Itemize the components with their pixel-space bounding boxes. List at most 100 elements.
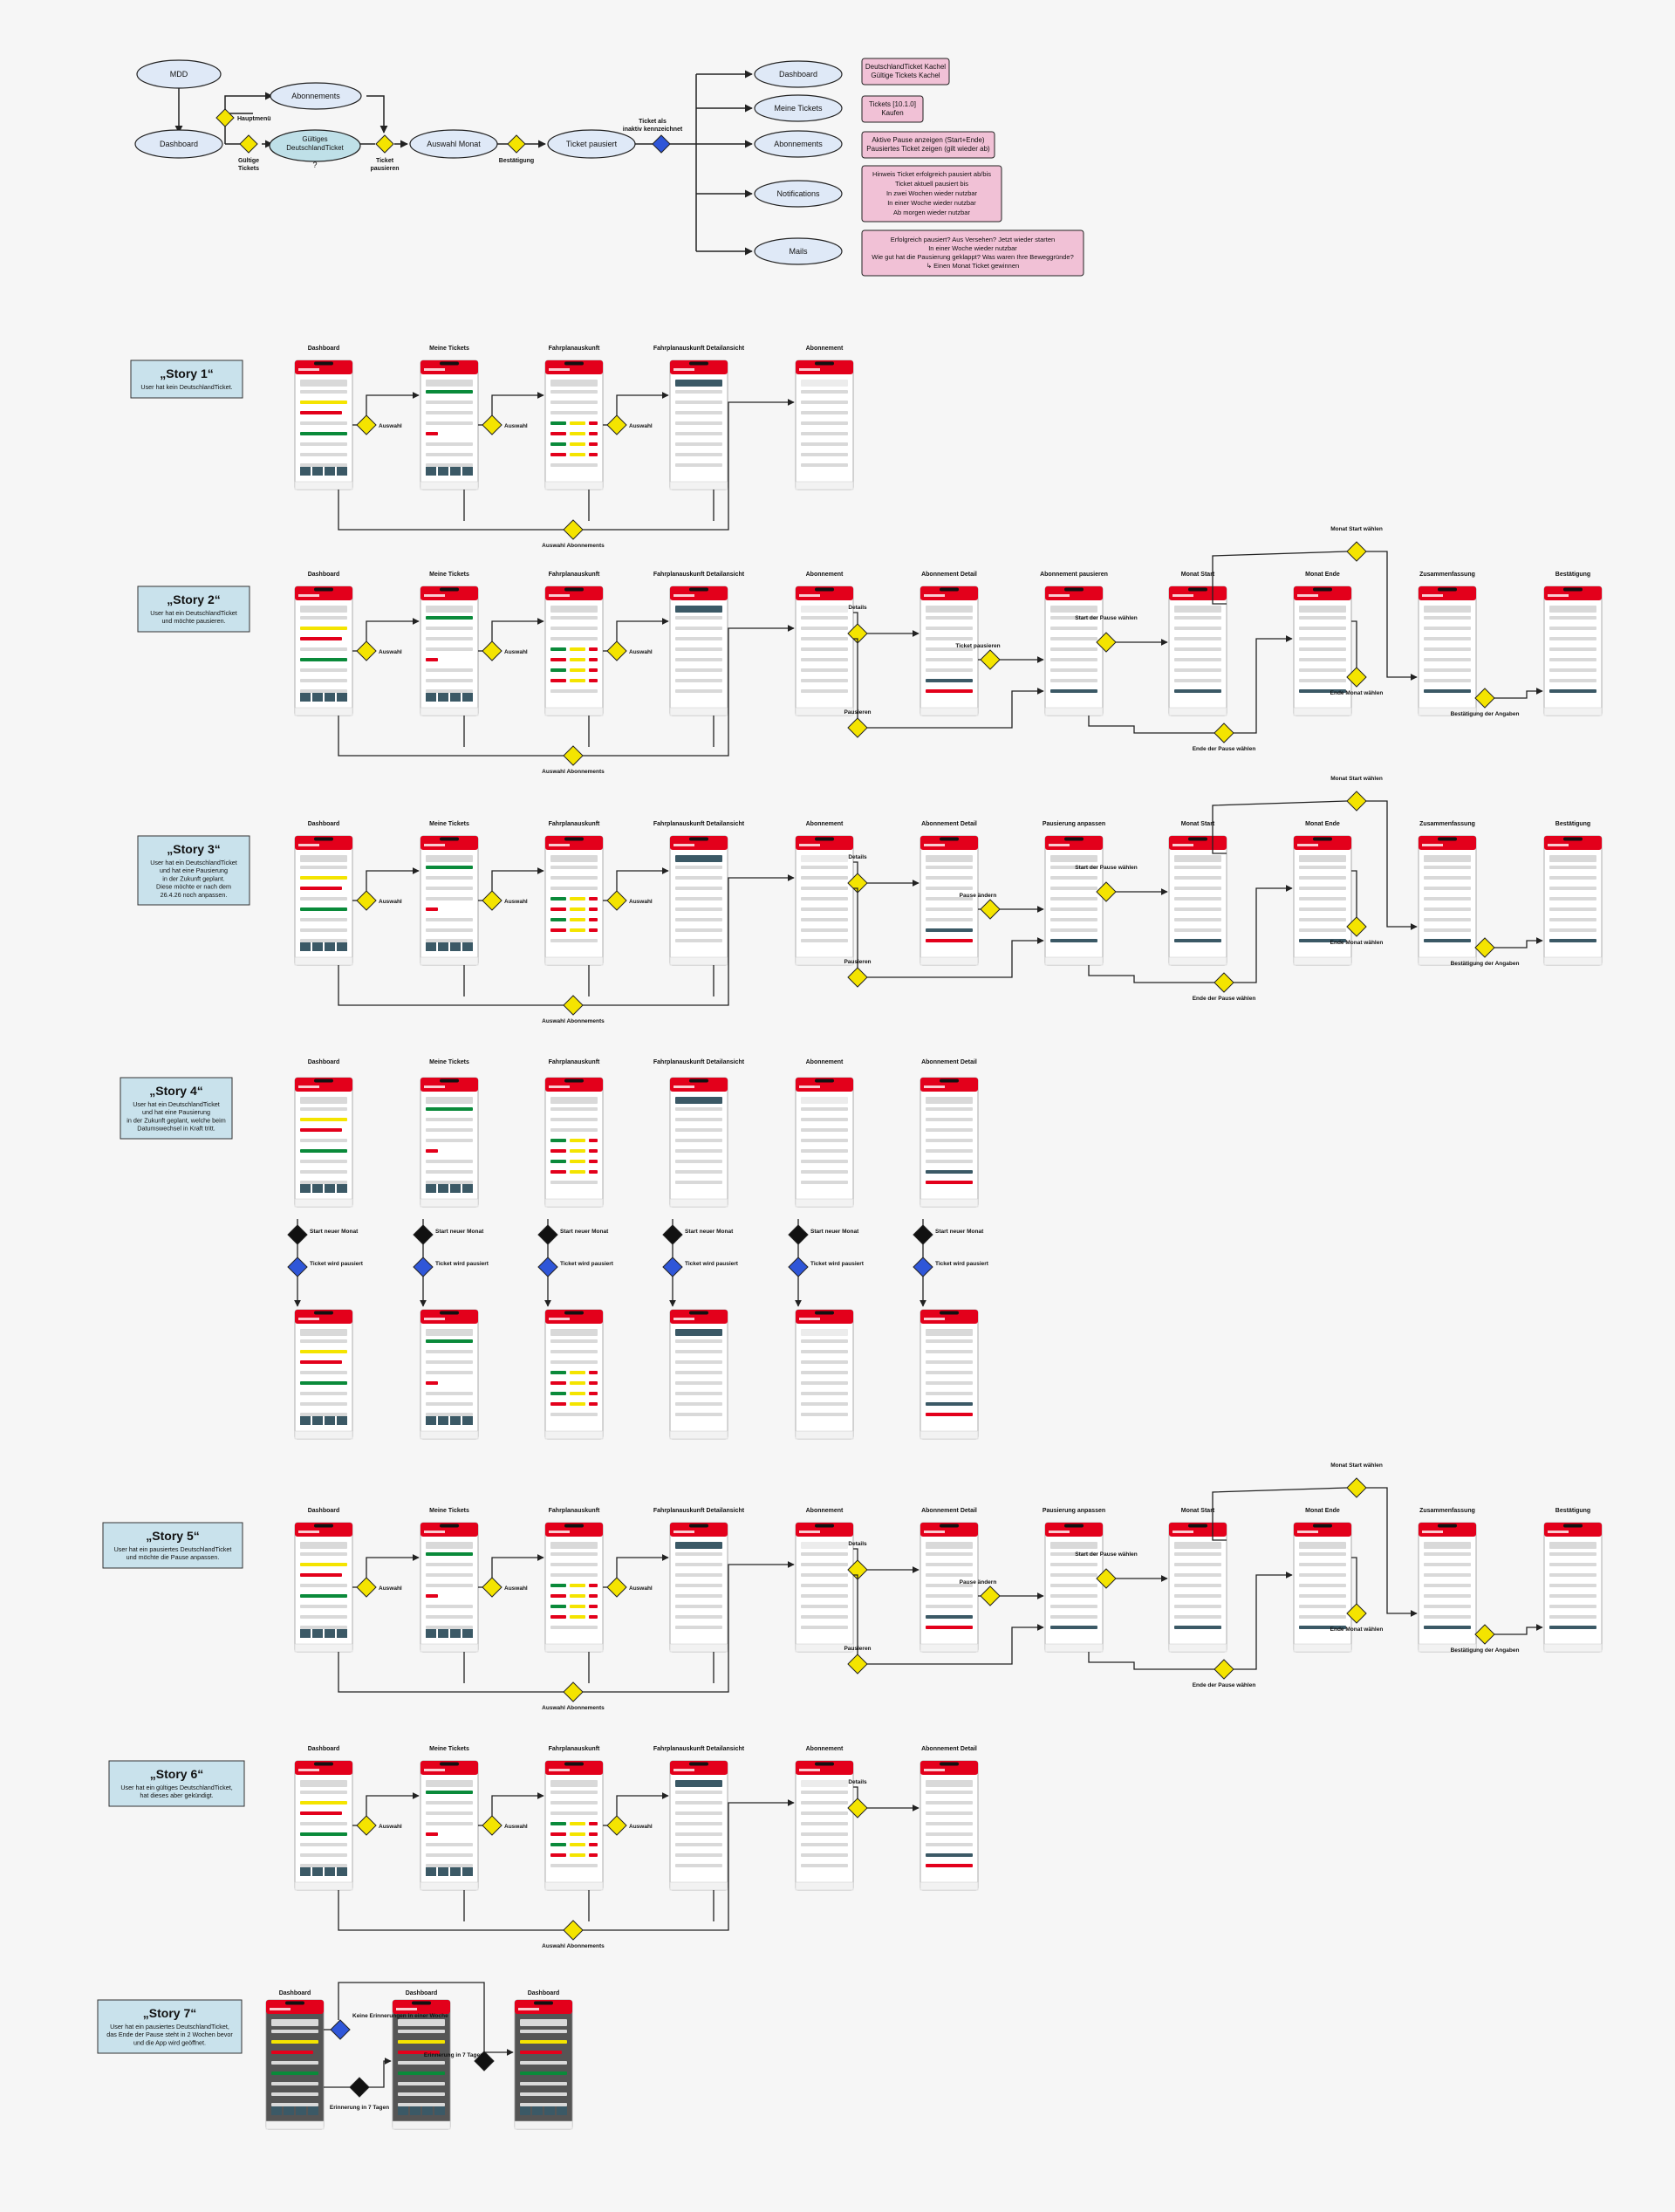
screen-title: Pausierung anpassen bbox=[1043, 1508, 1105, 1514]
decision-diamond bbox=[356, 414, 377, 435]
phone-content-row bbox=[300, 939, 347, 942]
phone-content-row bbox=[1050, 918, 1097, 921]
phone-content-row bbox=[926, 1822, 973, 1825]
phone-content-row bbox=[1549, 1563, 1596, 1566]
screen-title: Dashboard bbox=[308, 346, 340, 352]
note-5-text-2: In einer Woche wieder nutzbar bbox=[928, 244, 1017, 252]
phone-tile bbox=[462, 467, 473, 476]
flow-connector bbox=[338, 490, 564, 531]
phone-content-row bbox=[926, 647, 973, 651]
phone-screen bbox=[544, 586, 604, 716]
phone-content-row bbox=[926, 668, 973, 672]
phone-content-row bbox=[550, 442, 566, 446]
phone-content-chip bbox=[570, 1139, 585, 1142]
story-title: „Story 4“ bbox=[149, 1084, 202, 1098]
phone-content-chip bbox=[570, 421, 585, 425]
phone-header-title bbox=[1548, 594, 1569, 597]
phone-screen bbox=[920, 1522, 979, 1653]
phone-content-row bbox=[926, 1843, 973, 1846]
phone-header-title bbox=[298, 368, 319, 371]
decision-diamond bbox=[563, 1681, 584, 1702]
decision-diamond bbox=[1214, 722, 1234, 743]
start-pause-label: Start der Pause wählen bbox=[1075, 615, 1138, 621]
phone-content-row bbox=[675, 1853, 722, 1857]
phone-content-row bbox=[300, 1801, 347, 1805]
node-auswahl-monat-label: Auswahl Monat bbox=[427, 140, 481, 148]
phone-notch bbox=[815, 361, 834, 366]
phone-content-row bbox=[1549, 1542, 1596, 1549]
decision-ticket-wird-pausiert bbox=[788, 1257, 809, 1277]
phone-tile bbox=[462, 942, 473, 951]
phone-content-chip bbox=[570, 1832, 585, 1836]
phone-content-row bbox=[675, 928, 722, 932]
phone-tabbar bbox=[294, 481, 353, 490]
phone-tile bbox=[300, 1867, 311, 1876]
phone-content-row bbox=[520, 2040, 567, 2044]
phone-content-row bbox=[426, 401, 473, 404]
bestaetigung-angaben-label: Bestätigung der Angaben bbox=[1451, 711, 1520, 717]
node-abonnements-label: Abonnements bbox=[291, 92, 340, 100]
phone-content-row bbox=[1050, 1542, 1097, 1549]
phone-notch bbox=[1313, 837, 1332, 841]
phone-content-row bbox=[675, 1542, 722, 1549]
phone-content-row bbox=[926, 1801, 973, 1805]
flow-connector bbox=[1088, 716, 1214, 734]
phone-content-row bbox=[550, 627, 598, 630]
decision-diamond bbox=[1096, 881, 1117, 902]
screen-title: Abonnement Detail bbox=[921, 1746, 977, 1752]
phone-content-row bbox=[926, 1381, 973, 1385]
decision-start-neuer-monat bbox=[287, 1224, 308, 1245]
label-gueltige-tickets-1: Gültige bbox=[238, 158, 259, 164]
ticket-wird-pausiert-label: Ticket wird pausiert bbox=[685, 1261, 739, 1267]
node-target-meine-tickets-label: Meine Tickets bbox=[774, 104, 823, 113]
note-4-text-5: Ab morgen wieder nutzbar bbox=[893, 209, 970, 216]
phone-content-row bbox=[426, 907, 438, 911]
phone-tile bbox=[462, 1867, 473, 1876]
node-gueltiges-label: Gültiges bbox=[302, 135, 327, 143]
phone-screen bbox=[294, 1522, 353, 1653]
phone-content-row bbox=[675, 1329, 722, 1336]
flow-connector bbox=[1366, 551, 1418, 681]
phone-header-title bbox=[673, 594, 694, 597]
phone-content-row bbox=[926, 1339, 973, 1343]
flow-connector bbox=[867, 937, 1044, 978]
node-target-mails bbox=[754, 237, 843, 265]
phone-content-row bbox=[398, 2051, 440, 2054]
phone-content-row bbox=[675, 1149, 722, 1153]
phone-content-row bbox=[926, 1811, 973, 1815]
phone-content-row bbox=[1549, 627, 1596, 630]
phone-header-title bbox=[1548, 844, 1569, 846]
screen-title: Bestätigung bbox=[1555, 572, 1590, 578]
phone-content-row bbox=[426, 647, 473, 651]
phone-content-row bbox=[801, 637, 848, 640]
phone-screen bbox=[294, 1077, 353, 1208]
flow-connector bbox=[853, 638, 858, 718]
screen-title: Fahrplanauskunft bbox=[549, 1746, 600, 1752]
phone-content-row bbox=[1424, 1542, 1471, 1549]
phone-tabbar bbox=[795, 1881, 854, 1891]
decision-diamond bbox=[563, 995, 584, 1016]
phone-content-row bbox=[520, 2019, 567, 2026]
phone-content-row bbox=[426, 679, 473, 682]
screen-title: Meine Tickets bbox=[429, 572, 469, 578]
phone-content-chip bbox=[589, 1139, 598, 1142]
phone-content-row bbox=[1424, 1573, 1471, 1577]
phone-content-row bbox=[926, 658, 973, 661]
node-target-abonnements-label: Abonnements bbox=[774, 140, 823, 148]
phone-content-row bbox=[426, 1139, 473, 1142]
flow-connector bbox=[1234, 635, 1293, 734]
phone-content-row bbox=[675, 432, 722, 435]
phone-content-row bbox=[675, 1160, 722, 1163]
decision-diamond bbox=[847, 717, 868, 738]
story-1-row: „Story 1“User hat kein DeutschlandTicket… bbox=[130, 346, 854, 549]
flow-connector bbox=[1494, 937, 1543, 948]
story-description: User hat kein DeutschlandTicket. bbox=[140, 383, 232, 391]
story-title: „Story 5“ bbox=[146, 1529, 199, 1543]
phone-content-row bbox=[300, 689, 347, 693]
phone-header-title bbox=[799, 1531, 820, 1533]
node-gueltiges-label-2: DeutschlandTicket bbox=[286, 144, 344, 152]
phone-tile bbox=[337, 1416, 347, 1425]
phone-header-title bbox=[424, 594, 445, 597]
phone-content-row bbox=[801, 939, 848, 942]
phone-content-row bbox=[300, 668, 347, 672]
